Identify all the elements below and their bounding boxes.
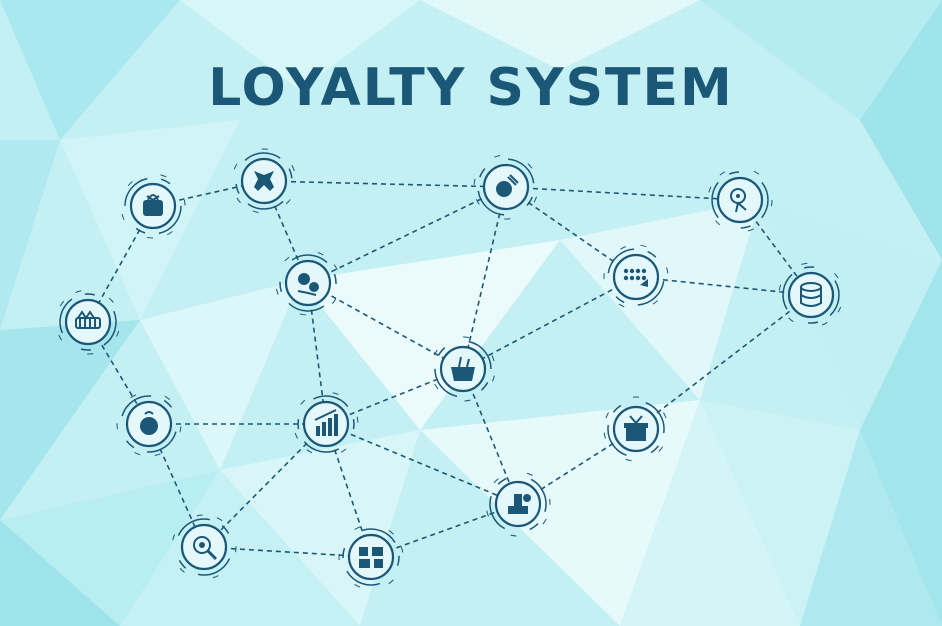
node-outer-arc: [782, 266, 840, 324]
edge-magnifier-barcode: [203, 546, 372, 558]
node-heart-star: [485, 471, 551, 537]
heart-star-icon: [508, 494, 531, 514]
growth-chart-icon: [314, 409, 338, 436]
edge-growth-chart-magnifier: [203, 423, 327, 548]
node-outer-dash: [338, 524, 404, 590]
node-outer-arc: [607, 248, 665, 306]
node-gift-bag: [120, 173, 186, 239]
edge-growth-chart-heart-star: [325, 423, 519, 505]
happy-customer-icon: [140, 411, 158, 435]
node-gift-box: [603, 396, 669, 462]
node-barcode: [338, 524, 404, 590]
money-stack-icon: [800, 282, 822, 307]
edge-money-stack-gift-box: [635, 294, 812, 430]
node-outer-dash: [707, 167, 773, 233]
edge-piggy-bank-hand-gift: [263, 180, 507, 188]
node-outer-arc: [59, 293, 117, 351]
node-ring: [787, 271, 835, 319]
edge-shopping-basket-growth-chart: [325, 368, 464, 425]
node-ring: [716, 176, 764, 224]
coins-hand-icon: [297, 273, 319, 296]
edge-hand-gift-money-hand: [505, 186, 637, 278]
node-outer-dash: [120, 173, 186, 239]
node-outer-arc: [342, 528, 400, 586]
node-ring: [612, 253, 660, 301]
barcode-icon: [359, 547, 383, 568]
percent-tag-icon: [730, 188, 747, 213]
node-outer-arc: [297, 395, 355, 453]
node-outer-arc: [124, 177, 182, 235]
piggy-bank-icon: [254, 171, 274, 191]
edge-money-hand-shopping-basket: [462, 276, 637, 370]
node-outer-arc: [235, 152, 293, 210]
edge-barcode-heart-star: [370, 503, 519, 558]
edge-coins-hand-growth-chart: [307, 282, 327, 425]
edge-hand-gift-coins-hand: [307, 186, 507, 284]
node-outer-arc: [434, 340, 492, 398]
hand-gift-icon: [496, 174, 519, 197]
node-ring: [64, 298, 112, 346]
gift-box-icon: [624, 415, 648, 441]
node-ring: [347, 533, 395, 581]
edge-money-hand-money-stack: [635, 276, 812, 296]
node-outer-dash: [473, 154, 539, 220]
node-hand-gift: [473, 154, 539, 220]
node-outer-dash: [231, 148, 297, 214]
edge-growth-chart-barcode: [325, 423, 372, 558]
edge-hand-gift-shopping-basket: [462, 186, 507, 370]
edge-shopping-basket-heart-star: [462, 368, 519, 505]
edge-hand-gift-percent-tag: [505, 186, 741, 201]
node-shopping-cart: [55, 289, 121, 355]
node-outer-dash: [275, 250, 341, 316]
edge-coins-hand-shopping-basket: [307, 282, 464, 370]
node-outer-dash: [171, 514, 237, 580]
node-shopping-basket: [430, 336, 496, 402]
money-hand-icon: [623, 268, 648, 287]
node-coins-hand: [275, 250, 341, 316]
gift-bag-icon: [143, 194, 163, 216]
node-magnifier: [171, 514, 237, 580]
node-percent-tag: [707, 167, 773, 233]
node-outer-dash: [603, 244, 669, 310]
node-piggy-bank: [231, 148, 297, 214]
node-money-stack: [778, 262, 844, 328]
node-money-hand: [603, 244, 669, 310]
page-title: LOYALTY SYSTEM: [208, 58, 734, 118]
node-outer-dash: [778, 262, 844, 328]
magnifier-icon: [193, 536, 218, 561]
shopping-cart-icon: [75, 310, 101, 329]
shopping-basket-icon: [451, 356, 475, 381]
node-outer-arc: [477, 158, 535, 216]
